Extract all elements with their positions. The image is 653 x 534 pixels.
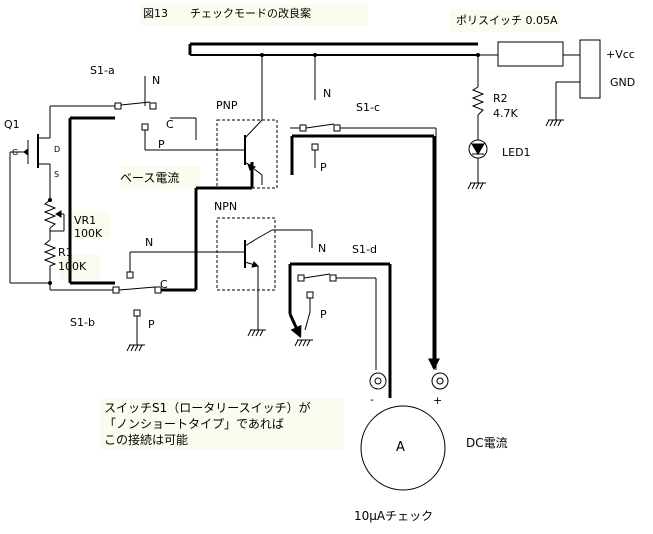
- led1-label: LED1: [502, 146, 531, 159]
- npn-label: NPN: [214, 200, 238, 213]
- s1b-c-label: C: [160, 278, 168, 291]
- q1-fet: [23, 134, 39, 168]
- figure-title: 図13 チェックモードの改良案: [143, 7, 311, 20]
- r2-name: R2: [493, 92, 508, 105]
- gnd-label: GND: [610, 76, 636, 89]
- switch-contacts: [112, 101, 341, 317]
- meter-minus-label: -: [370, 393, 374, 406]
- ground-symbols: [126, 119, 564, 352]
- s1d-label: S1-d: [352, 243, 377, 256]
- s1c-label: S1-c: [356, 101, 380, 114]
- note-line-1: スイッチS1（ロータリースイッチ）が: [104, 401, 311, 415]
- q1-source-label: S: [54, 170, 60, 179]
- meter-symbol: A: [396, 440, 405, 455]
- r2-value: 4.7K: [493, 107, 518, 120]
- note-box: スイッチS1（ロータリースイッチ）が 「ノンショートタイプ」であれば この接続は…: [100, 398, 344, 450]
- power-connector: [579, 39, 601, 99]
- dc-current-label: DC電流: [466, 436, 508, 450]
- note-line-3: この接続は可能: [104, 433, 189, 447]
- s1b-label: S1-b: [70, 316, 95, 329]
- vcc-label: +Vcc: [606, 48, 635, 61]
- s1a-n-label: N: [152, 74, 161, 87]
- s1a-c-label: C: [166, 118, 174, 131]
- vr1-resistor: [43, 199, 62, 229]
- meter: [360, 372, 449, 491]
- label-backgrounds: [60, 4, 560, 280]
- led1: [468, 139, 488, 159]
- pnp-transistor: [216, 119, 278, 189]
- s1b-p-label: P: [148, 318, 155, 331]
- junction-dots: [48, 53, 480, 285]
- polyswitch: [497, 41, 564, 67]
- q1-drain-label: D: [54, 145, 61, 154]
- pnp-label: PNP: [216, 99, 238, 112]
- s1d-n-label: N: [318, 242, 327, 255]
- meter-check-label: 10μAチェック: [354, 509, 434, 523]
- meter-plus-label: +: [433, 394, 443, 407]
- r2-resistor: [471, 86, 485, 116]
- s1c-p-label: P: [320, 161, 327, 174]
- s1a-p-label: P: [158, 138, 165, 151]
- vr1-name: VR1: [74, 214, 97, 227]
- r1-name: R1: [58, 246, 73, 259]
- q1-label: Q1: [4, 118, 20, 131]
- base-current-label: ベース電流: [120, 171, 180, 185]
- vr1-value: 100K: [74, 227, 103, 240]
- r1-resistor: [43, 239, 57, 267]
- note-line-2: 「ノンショートタイプ」であれば: [104, 417, 284, 431]
- q1-gate-label: G: [12, 148, 19, 157]
- r1-value: 100K: [58, 260, 87, 273]
- npn-transistor: [216, 217, 276, 291]
- s1a-label: S1-a: [90, 64, 115, 77]
- thick-wires: [68, 42, 478, 398]
- npn-n-label: N: [145, 236, 154, 249]
- polyswitch-label: ポリスイッチ 0.05A: [456, 14, 558, 27]
- center-n-label: N: [323, 87, 332, 100]
- s1d-p-label: P: [320, 308, 327, 321]
